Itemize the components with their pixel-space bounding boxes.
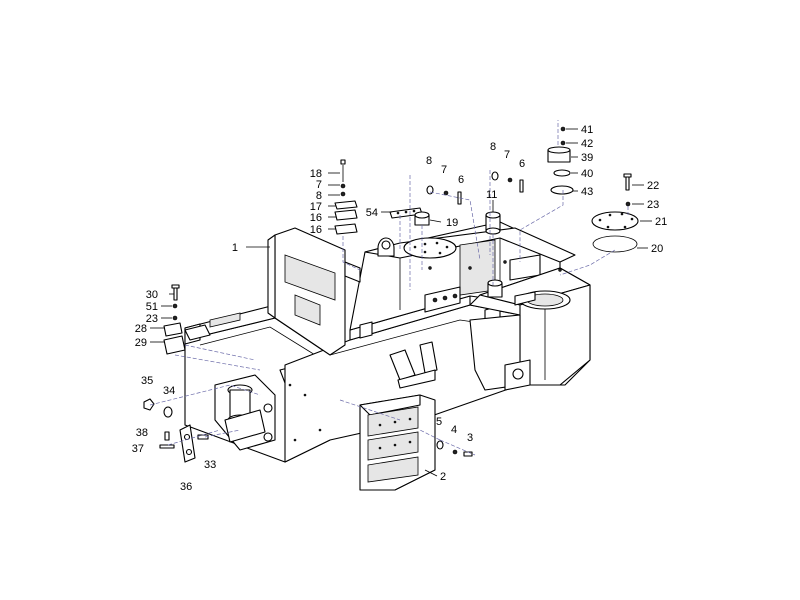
callout-3: 3 [467, 432, 473, 444]
callout-16b: 16 [310, 224, 322, 236]
assembly-lines [149, 120, 629, 456]
callout-29: 29 [135, 337, 147, 349]
callout-7b: 7 [441, 164, 447, 176]
callout-21: 21 [655, 216, 667, 228]
callout-8a: 8 [316, 190, 322, 202]
fastener-stack-18 [334, 159, 358, 235]
callout-7a: 7 [316, 179, 322, 191]
callout-42: 42 [581, 138, 593, 150]
callout-38: 38 [136, 427, 148, 439]
callout-8c: 8 [490, 141, 496, 153]
callout-23b: 23 [146, 313, 158, 325]
callout-34: 34 [163, 385, 175, 397]
fastener-set-right [491, 171, 524, 193]
callout-22: 22 [647, 180, 659, 192]
callout-8b: 8 [426, 155, 432, 167]
callout-11: 11 [486, 189, 497, 201]
callout-40: 40 [581, 168, 593, 180]
callout-17: 17 [310, 201, 322, 213]
callout-7c: 7 [504, 149, 510, 161]
hinge-bracket-assembly [143, 374, 276, 463]
callout-labels: 1 2 3 4 5 6 6 7 7 7 8 8 8 11 16 16 17 18… [132, 124, 668, 493]
fastener-stack-41 [547, 126, 574, 195]
callout-20: 20 [651, 243, 663, 255]
callout-35: 35 [141, 375, 153, 387]
fastener-stack-30 [163, 284, 186, 355]
cover-assembly-21 [591, 173, 639, 253]
bushing-11 [485, 211, 501, 235]
callout-23a: 23 [647, 199, 659, 211]
leader-lines [150, 128, 652, 477]
callout-1: 1 [232, 242, 238, 254]
callout-16a: 16 [310, 212, 322, 224]
callout-43: 43 [581, 186, 593, 198]
callout-18: 18 [310, 168, 322, 180]
callout-30: 30 [146, 289, 158, 301]
callout-41: 41 [581, 124, 593, 136]
step-ladder [359, 341, 438, 491]
callout-54: 54 [366, 207, 378, 219]
cap-19 [414, 211, 430, 226]
callout-6b: 6 [519, 158, 525, 170]
callout-36: 36 [180, 481, 192, 493]
callout-28: 28 [135, 323, 147, 335]
callout-39: 39 [581, 152, 593, 164]
callout-19: 19 [446, 217, 458, 229]
callout-2: 2 [440, 471, 446, 483]
callout-6a: 6 [458, 174, 464, 186]
callout-33: 33 [204, 459, 216, 471]
callout-4: 4 [451, 424, 457, 436]
callout-51: 51 [146, 301, 158, 313]
callout-5: 5 [436, 416, 442, 428]
callout-37: 37 [132, 443, 144, 455]
fastener-set-step [436, 440, 473, 457]
